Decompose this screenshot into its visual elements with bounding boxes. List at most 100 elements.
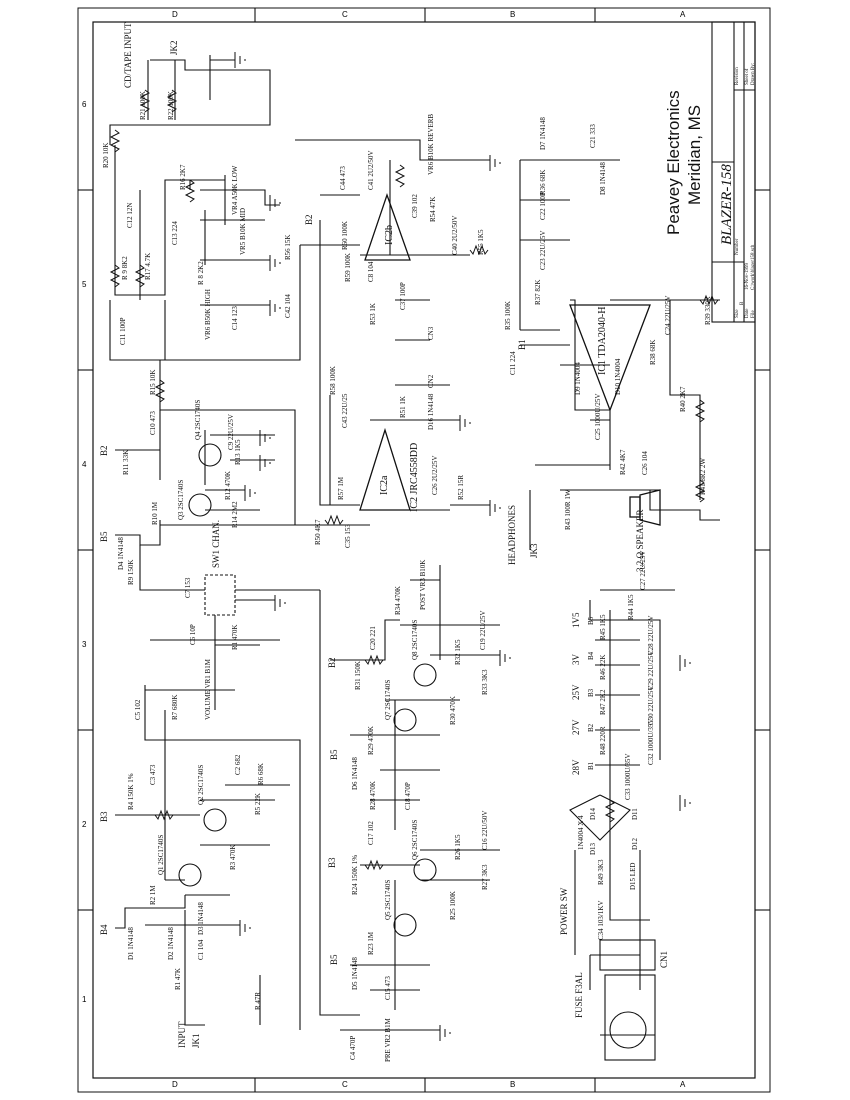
mid-pot-label: VR5 B10K MID: [239, 207, 247, 255]
part-label-r33: R33 3K3: [481, 669, 489, 695]
part-label-r60: R60 100K: [341, 221, 349, 250]
rail-b3-center: B3: [327, 857, 337, 868]
part-label-r32: R32 1K5: [454, 639, 462, 665]
part-label-q3: Q3 2SC1740S: [177, 479, 185, 520]
part-label-r26: R26 1K5: [454, 834, 462, 860]
part-label-r40: R40 2K7: [679, 386, 687, 412]
jk1-label: JK1: [191, 1033, 201, 1048]
part-label-r24: R24 150K 1%: [351, 854, 359, 895]
rail-27v: 27V: [571, 719, 581, 736]
border-number-3: 3: [82, 640, 87, 649]
part-label-r57: R57 1M: [337, 476, 345, 500]
part-label-q6: Q6 2SC1740S: [411, 819, 419, 860]
part-label-r54: R54 47K: [429, 196, 437, 222]
part-label-r5: R5 22K: [254, 793, 262, 815]
part-label-r12: R12 470K: [224, 471, 232, 500]
title-date-value: 16-Nov-1999: [745, 263, 750, 290]
rail-b2-psu: B2: [587, 723, 595, 732]
part-label-q4: Q4 2SC1740S: [194, 399, 202, 440]
part-label-r21: R21 100K: [139, 91, 147, 120]
part-label-r42: R42 4K7: [619, 449, 627, 475]
part-label-r11: R11 33K: [122, 449, 130, 475]
part-label-d9: D9 1N4004: [574, 362, 582, 395]
part-label-c13: C13 224: [171, 221, 179, 245]
part-label-r10: R10 1M: [151, 501, 159, 525]
title-file-value: C:\work\blazer158.sch: [751, 244, 756, 290]
part-label-r52: R52 15R: [457, 474, 465, 500]
border-letter-b-bottom: B: [510, 1080, 516, 1089]
post-pot-label: POST VR3 B10K: [419, 559, 427, 610]
part-label-q7: Q7 2SC1740S: [384, 679, 392, 720]
part-label-r1-vol: R1 470K: [231, 624, 239, 650]
part-label-r47r: R 47R: [254, 991, 262, 1010]
title-field-file: File: [751, 310, 756, 318]
volume-pot-label: VOLUME VR1 B1M: [204, 659, 212, 720]
part-label-c35: C35 153: [344, 524, 352, 548]
part-label-r31: R31 150K: [354, 661, 362, 690]
border-number-5: 5: [82, 280, 87, 289]
part-label-c19: C19 22U/25V: [479, 610, 487, 650]
part-label-r51: R51 1K: [399, 396, 407, 418]
part-label-r44: R44 1K5: [627, 594, 635, 620]
part-label-c24: C24 22U/25V: [664, 295, 672, 335]
title-size-value: B: [740, 301, 745, 305]
part-label-c27: C27 22U/25V: [639, 550, 647, 590]
part-label-q1: Q1 2SC1740S: [157, 834, 165, 875]
border-letter-d-bottom: D: [172, 1080, 178, 1089]
part-label-c2: C2 682: [234, 754, 242, 775]
rail-b5-center: B5: [329, 749, 339, 760]
rail-b1-psu: B1: [587, 761, 595, 770]
part-label-r8: R 8 2K2: [197, 261, 205, 285]
ic2a-label: IC2a: [379, 475, 390, 495]
rail-b4-psu: B4: [587, 651, 595, 660]
part-label-r34: R34 470K: [394, 586, 402, 615]
part-label-d12: D12: [631, 837, 639, 850]
part-label-d3: D3 1N4148: [197, 902, 205, 935]
part-label-c4: C4 470P: [349, 1035, 357, 1060]
rail-b2-top: B2: [99, 445, 109, 456]
part-label-r6: R6 68K: [257, 763, 265, 785]
part-label-d11: D11: [631, 808, 639, 820]
part-label-r22: R22 100K: [167, 91, 175, 120]
rail-b4-left: B4: [99, 924, 109, 935]
part-label-c17: C17 102: [367, 821, 375, 845]
rectifier-label: 1N4004 X 4: [577, 815, 585, 850]
title-field-drawn: Drawn By:: [751, 62, 756, 85]
cn3-label: CN3: [427, 326, 435, 340]
part-label-c25: C25 1000U/25V: [594, 393, 602, 440]
part-label-r13: R13 1K5: [234, 439, 242, 465]
part-label-r35: R35 100K: [504, 301, 512, 330]
company-city: Meridian, MS: [685, 104, 704, 205]
part-label-r15: R15 10K: [149, 369, 157, 395]
c34-label: C34 103/1KV: [597, 900, 605, 940]
border-letter-c-bottom: C: [342, 1080, 348, 1089]
part-label-d5: D5 1N4148: [351, 957, 359, 990]
part-label-c41: C41 2U2/50V: [367, 150, 375, 190]
cd-tape-input-label: CD/TAPE INPUT: [123, 22, 133, 88]
part-label-c8: C8 104: [367, 261, 375, 282]
part-label-r59: R59 100K: [344, 253, 352, 282]
part-label-d8: D8 1N4148: [599, 162, 607, 195]
part-label-c28: C28 22U/25V: [647, 615, 655, 655]
rail-b3-left: B3: [99, 811, 109, 822]
part-label-c23: C23 22U/25V: [539, 230, 547, 270]
power-led-label: D15 LED: [629, 862, 637, 890]
cn2-label: CN2: [427, 374, 435, 388]
company-name: Peavey Electronics: [664, 90, 683, 235]
part-label-c40: C40 2U2/50V: [451, 215, 459, 255]
ic1-label: IC1 TDA2040-H: [597, 306, 608, 375]
part-label-c39: C39 102: [411, 194, 419, 218]
reverb-pot-label: VR6 B10K REVERB: [427, 113, 435, 175]
part-label-c7: C7 153: [184, 577, 192, 598]
title-field-size: Size: [735, 309, 740, 318]
part-label-r9: R9 150K: [127, 559, 135, 585]
part-label-r3: R3 470K: [229, 844, 237, 870]
part-label-d7: D7 1N4148: [539, 117, 547, 150]
part-label-c20: C20 221: [369, 626, 377, 650]
part-label-c43: C43 22U/25: [341, 393, 349, 428]
border-letter-a-bottom: A: [680, 1080, 686, 1089]
pre-pot-label: PRE VR2 B1M: [384, 1018, 392, 1062]
part-label-c11: C11 100P: [119, 317, 127, 345]
part-label-c32: C32 1000U/35V: [647, 718, 655, 765]
